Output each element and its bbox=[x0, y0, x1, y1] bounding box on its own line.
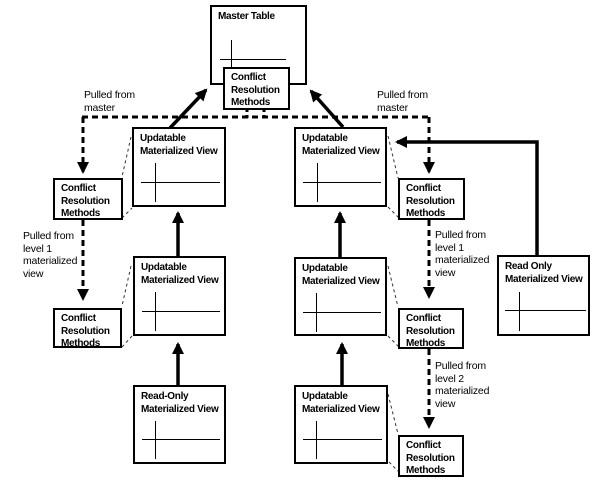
push-arrows bbox=[168, 88, 539, 386]
readonly-to-umv-elbow-arrow bbox=[395, 136, 539, 256]
table-icon bbox=[303, 312, 381, 313]
node-label: Read-Only Materialized View bbox=[141, 391, 219, 415]
table-icon bbox=[220, 59, 286, 60]
node-label: Conflict Resolution Methods bbox=[231, 72, 280, 108]
node-label: Conflict Resolution Methods bbox=[406, 313, 455, 349]
table-icon bbox=[155, 421, 156, 459]
edge-label-pulled-from-level1-right: Pulled from level 1 materialized view bbox=[435, 229, 490, 279]
node-label: Conflict Resolution Methods bbox=[406, 440, 455, 476]
edge-label-pulled-from-master-left: Pulled from master bbox=[84, 89, 135, 114]
node-label: Conflict Resolution Methods bbox=[61, 183, 110, 219]
node-label: Updatable Materialized View bbox=[141, 262, 219, 286]
table-icon bbox=[316, 421, 317, 459]
node-conflict-resolution-right-2: Conflict Resolution Methods bbox=[398, 308, 464, 349]
table-icon bbox=[142, 439, 220, 440]
crm-callout-links bbox=[121, 135, 401, 474]
node-label: Conflict Resolution Methods bbox=[406, 183, 455, 219]
table-icon bbox=[142, 311, 220, 312]
node-label: Read Only Materialized View bbox=[505, 261, 583, 285]
node-read-only-mv-right: Read Only Materialized View bbox=[497, 255, 590, 336]
node-updatable-mv-left-1: Updatable Materialized View bbox=[132, 127, 226, 207]
node-conflict-resolution-left-2: Conflict Resolution Methods bbox=[53, 308, 122, 349]
node-label: Master Table bbox=[218, 11, 275, 22]
node-label: Conflict Resolution Methods bbox=[61, 313, 110, 349]
node-conflict-resolution-left-1: Conflict Resolution Methods bbox=[53, 178, 123, 220]
node-updatable-mv-left-2: Updatable Materialized View bbox=[133, 256, 226, 336]
table-icon bbox=[303, 439, 382, 440]
node-conflict-resolution-right-3: Conflict Resolution Methods bbox=[398, 435, 464, 477]
pulled-from-level-dashed-lines bbox=[77, 220, 435, 429]
node-updatable-mv-right-1: Updatable Materialized View bbox=[294, 127, 387, 207]
table-icon bbox=[303, 182, 381, 183]
node-label: Updatable Materialized View bbox=[302, 391, 380, 415]
node-label: Updatable Materialized View bbox=[302, 263, 380, 287]
node-read-only-mv-left: Read-Only Materialized View bbox=[133, 385, 226, 464]
node-label: Updatable Materialized View bbox=[140, 133, 218, 157]
node-label: Updatable Materialized View bbox=[302, 133, 380, 157]
node-updatable-mv-right-3: Updatable Materialized View bbox=[294, 385, 388, 464]
node-updatable-mv-right-2: Updatable Materialized View bbox=[294, 257, 387, 336]
table-icon bbox=[505, 310, 586, 311]
table-icon bbox=[231, 40, 232, 70]
table-icon bbox=[141, 182, 220, 183]
node-conflict-resolution-right-1: Conflict Resolution Methods bbox=[398, 178, 465, 220]
table-icon bbox=[519, 292, 520, 331]
edge-label-pulled-from-level2-right: Pulled from level 2 materialized view bbox=[435, 360, 490, 410]
node-conflict-resolution-master: Conflict Resolution Methods bbox=[223, 67, 290, 110]
edge-label-pulled-from-level1-left: Pulled from level 1 materialized view bbox=[23, 230, 78, 280]
edge-label-pulled-from-master-right: Pulled from master bbox=[377, 89, 428, 114]
